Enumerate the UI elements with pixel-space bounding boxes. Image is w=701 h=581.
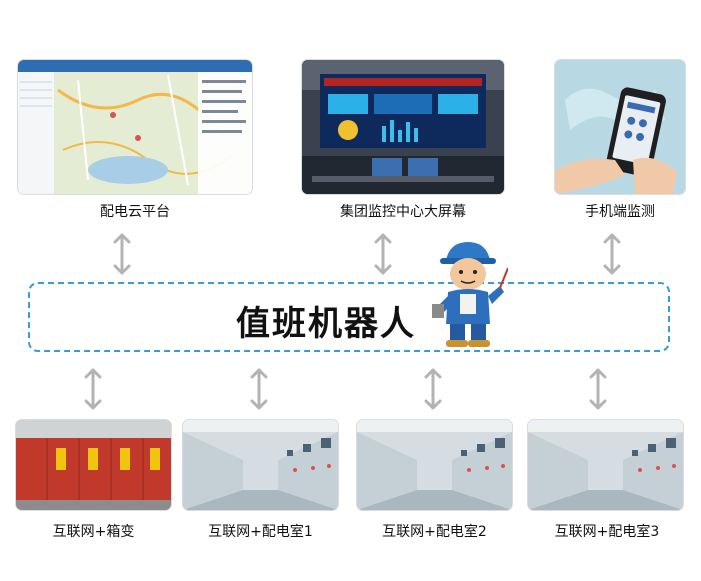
cloud-platform-label: 配电云平台 bbox=[100, 204, 170, 220]
duty-robot-title: 值班机器人 bbox=[236, 304, 416, 344]
box-substation-label: 互联网+箱变 bbox=[52, 524, 135, 540]
box-substation-image bbox=[16, 420, 171, 510]
bidirectional-arrow-icon bbox=[84, 368, 102, 410]
mobile-monitoring-label: 手机端监测 bbox=[585, 204, 655, 220]
monitoring-center-image bbox=[302, 60, 504, 194]
bidirectional-arrow-icon bbox=[113, 233, 131, 275]
bidirectional-arrow-icon bbox=[424, 368, 442, 410]
bidirectional-arrow-icon bbox=[374, 233, 392, 275]
bidirectional-arrow-icon bbox=[250, 368, 268, 410]
switchgear-room-1-label: 互联网+配电室1 bbox=[208, 524, 313, 540]
bidirectional-arrow-icon bbox=[603, 233, 621, 275]
bidirectional-arrow-icon bbox=[589, 368, 607, 410]
duty-robot-box bbox=[28, 282, 670, 352]
worker-mascot-icon bbox=[432, 242, 508, 347]
switchgear-room-3-image bbox=[528, 420, 683, 510]
switchgear-room-1-image bbox=[183, 420, 338, 510]
switchgear-room-2-image bbox=[357, 420, 512, 510]
cloud-platform-image bbox=[18, 60, 252, 194]
monitoring-center-label: 集团监控中心大屏幕 bbox=[340, 204, 466, 220]
switchgear-room-2-label: 互联网+配电室2 bbox=[382, 524, 487, 540]
mobile-monitoring-image bbox=[555, 60, 685, 194]
switchgear-room-3-label: 互联网+配电室3 bbox=[554, 524, 660, 540]
